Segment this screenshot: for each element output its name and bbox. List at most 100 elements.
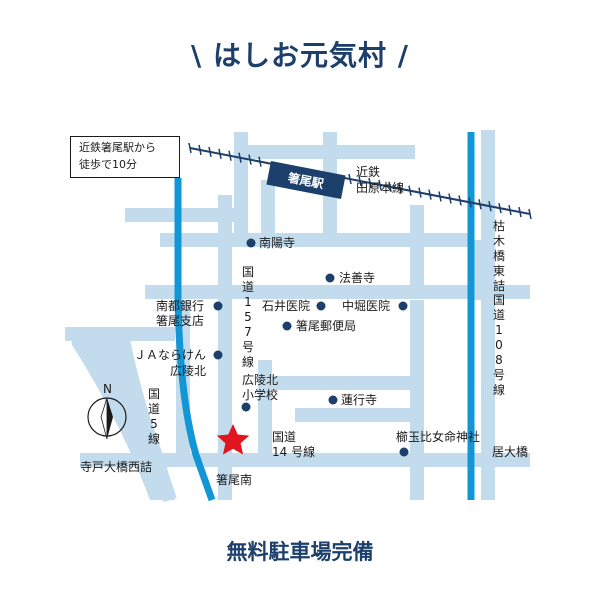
rail-tie	[498, 203, 502, 214]
access-note-box: 近鉄箸尾駅から 徒歩で10分	[70, 136, 180, 178]
road-route-5-south	[153, 467, 177, 503]
railway-label-1: 近鉄	[356, 164, 380, 179]
label-route-14-b: 14 号線	[272, 444, 315, 459]
label-rengyoji: 蓮行寺	[341, 393, 377, 407]
railway	[188, 142, 532, 220]
rail-tie	[248, 154, 252, 165]
dot-shrine	[399, 447, 409, 457]
rail-tie	[468, 197, 472, 208]
access-note-line1: 近鉄箸尾駅から	[79, 141, 156, 154]
rail-tie	[228, 150, 232, 161]
rail-tie	[348, 173, 352, 185]
dot-ja	[213, 350, 223, 360]
dot-ishii	[316, 301, 326, 311]
r108-char: 0	[495, 338, 503, 352]
r5-char: 道	[148, 402, 160, 416]
rail-tie	[378, 179, 382, 191]
river-left	[174, 178, 216, 502]
r5-char: 国	[148, 387, 160, 401]
rail-tie	[478, 199, 482, 210]
dot-bank	[213, 301, 223, 311]
rail-tie	[528, 208, 532, 220]
station-marker: 箸尾駅	[266, 160, 346, 200]
r157-char: 1	[244, 295, 252, 309]
rail-tie	[448, 193, 452, 204]
r157-char: 国	[242, 265, 254, 279]
rail-tie	[388, 181, 392, 192]
kareki-char: 東	[493, 264, 505, 278]
r157-char: 道	[242, 280, 254, 294]
r108-char: 8	[495, 353, 503, 367]
rail-tie	[218, 148, 222, 159]
access-note-line2: 徒歩で10分	[79, 158, 137, 171]
kareki-char: 枯	[493, 218, 505, 233]
destination-star-icon	[216, 424, 250, 455]
label-school-1: 広陵北	[242, 373, 278, 387]
label-nakabori: 中堀医院	[342, 298, 390, 313]
label-post: 箸尾郵便局	[296, 318, 356, 333]
label-ja-1: ＪＡならけん	[134, 348, 206, 362]
station-label: 箸尾駅	[287, 170, 326, 192]
page-title: \ はしお元気村 /	[191, 39, 409, 72]
r157-char: 5	[244, 310, 252, 324]
rail-tie	[208, 146, 212, 158]
dot-school	[241, 402, 251, 412]
rail-tie	[418, 187, 422, 198]
rail-tie	[428, 189, 432, 200]
label-bank-1: 南都銀行	[156, 298, 204, 313]
rail-tie	[258, 156, 262, 167]
landmark-dots	[213, 238, 409, 457]
r157-char: 号	[242, 340, 254, 354]
rail-tie	[368, 177, 372, 189]
label-school-2: 小学校	[242, 387, 278, 402]
railway-label-2: 田原本線	[356, 180, 404, 195]
compass-north-label: N	[103, 382, 112, 396]
dot-nakabori	[398, 301, 408, 311]
label-nanyoji: 南陽寺	[259, 235, 295, 250]
rivers	[174, 132, 475, 502]
r157-char: 線	[242, 354, 254, 369]
label-hashiominami: 箸尾南	[216, 472, 252, 487]
r108-char: 1	[495, 323, 503, 337]
compass-icon: N	[87, 382, 127, 440]
r108-char: 国	[493, 293, 505, 307]
rail-tie	[458, 195, 462, 206]
rail-tie	[518, 206, 522, 218]
label-ishii: 石井医院	[262, 299, 310, 313]
dot-hozenji	[325, 273, 335, 283]
rail-tie	[198, 144, 202, 156]
r108-char: 号	[493, 368, 505, 382]
dot-rengyoji	[328, 395, 338, 405]
parking-note: 無料駐車場完備	[226, 540, 374, 564]
label-route-14-a: 国道	[272, 430, 296, 444]
rail-tie	[488, 201, 492, 212]
kareki-char: 橋	[493, 249, 505, 263]
kareki-char: 木	[493, 234, 505, 248]
r108-char: 線	[493, 382, 505, 397]
label-bank-2: 箸尾支店	[156, 313, 204, 328]
r108-char: 道	[493, 308, 505, 322]
dot-post	[282, 321, 292, 331]
rail-tie	[188, 142, 192, 154]
r5-char: 5	[150, 417, 158, 431]
rail-tie	[358, 175, 362, 187]
r157-char: 7	[244, 325, 252, 339]
kareki-char: 詰	[493, 278, 505, 293]
dot-nanyoji	[246, 238, 256, 248]
rail-tie	[408, 185, 412, 196]
rail-tie	[508, 204, 512, 216]
rail-tie	[398, 183, 402, 194]
rail-tie	[238, 152, 242, 163]
label-hozenji: 法善寺	[339, 270, 375, 285]
rail-tie	[438, 191, 442, 202]
label-iohashi: 居大橋	[492, 445, 528, 459]
label-shrine: 櫛玉比女命神社	[396, 429, 480, 444]
r5-char: 線	[148, 431, 160, 446]
label-ja-2: 広陵北	[170, 364, 206, 378]
label-terado: 寺戸大橋西詰	[80, 459, 152, 474]
